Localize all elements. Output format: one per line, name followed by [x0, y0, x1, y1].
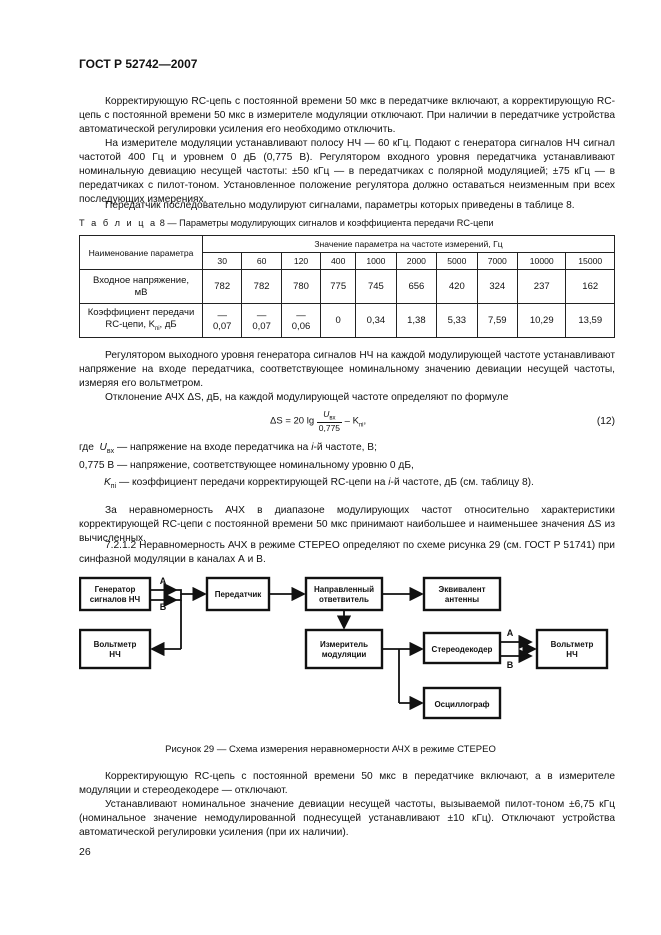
table-cell: 0 [320, 303, 357, 338]
table-cell: 775 [320, 269, 357, 304]
frequency-header-cell: 1000 [355, 252, 397, 270]
table-cell: 7,59 [476, 303, 519, 338]
table-cell: 324 [476, 269, 519, 304]
modulation-meter-label: модуляции [322, 650, 367, 659]
frequency-header-cell: 2000 [395, 252, 438, 270]
frequency-header-cell: 5000 [436, 252, 478, 270]
table-cell: — 0,06 [280, 303, 322, 338]
stereodecoder-label: Стереодекодер [432, 645, 493, 654]
voltmeter-right-box [535, 628, 609, 670]
figure-caption: Рисунок 29 — Схема измерения неравномерн… [165, 744, 496, 755]
channel-b-label: B [507, 660, 514, 670]
legend-line: Kпi — коэффициент передачи корректирующе… [104, 477, 534, 491]
channel-b-label: B [160, 602, 167, 612]
legend-line: 0,775 В — напряжение, соответствующее но… [79, 460, 414, 471]
voltmeter-left-label: Вольтметр [94, 640, 137, 649]
table-cell: 1,38 [395, 303, 438, 338]
voltmeter-right-label: НЧ [566, 650, 578, 659]
modulation-meter-label: Измеритель [320, 640, 368, 649]
generator-box [79, 576, 152, 612]
row-label: Входное напряжение,мВ [79, 269, 203, 304]
table-cell: 162 [565, 269, 615, 304]
paragraph: Корректирующую RC-цепь с постоянной врем… [79, 96, 615, 135]
paragraph: 7.2.1.2 Неравномерность АЧХ в режиме СТЕ… [79, 540, 615, 565]
stereodecoder-box [422, 631, 502, 665]
table-cell: 13,59 [565, 303, 615, 338]
coupler-box [304, 576, 384, 612]
table-cell: 782 [241, 269, 282, 304]
paragraph: Передатчик последовательно модулируют си… [105, 200, 575, 211]
param-header: Наименование параметра [79, 235, 203, 270]
value-header: Значение параметра на частоте измерений,… [202, 235, 615, 253]
oscillograph-box [422, 686, 502, 720]
voltmeter-left-label: НЧ [109, 650, 121, 659]
legend-line: где Uвх — напряжение на входе передатчик… [79, 442, 377, 456]
table-cell: 10,29 [516, 303, 567, 338]
paragraph: На измерителе модуляции устанавливают по… [79, 138, 615, 205]
frequency-header-cell: 10000 [516, 252, 567, 270]
generator-label: Генератор [95, 585, 136, 594]
antenna-label: Эквивалент [439, 585, 486, 594]
channel-a-label: A [160, 576, 167, 586]
frequency-header-cell: 15000 [565, 252, 615, 270]
table-cell: 782 [201, 269, 243, 304]
table-cell: 745 [355, 269, 397, 304]
table-cell: 420 [436, 269, 478, 304]
oscillograph-label: Осциллограф [434, 700, 489, 709]
frequency-header-cell: 400 [320, 252, 357, 270]
block-diagram: Генератор сигналов НЧ Передатчик Направл… [79, 576, 609, 720]
antenna-label: антенны [445, 595, 479, 604]
table-cell: 780 [280, 269, 322, 304]
table-cell: 0,34 [355, 303, 397, 338]
frequency-header-cell: 30 [201, 252, 243, 270]
table-cell: 237 [516, 269, 567, 304]
table-caption-prefix: Т а б л и ц а [79, 218, 158, 228]
coupler-label: Направленный [314, 585, 374, 594]
voltmeter-right-label: Вольтметр [551, 640, 594, 649]
document-id: ГОСТ Р 52742—2007 [79, 57, 198, 71]
table-cell: 5,33 [436, 303, 478, 338]
transmitter-label: Передатчик [215, 590, 263, 599]
parameters-table: Наименование параметра Значение параметр… [79, 235, 615, 338]
table-caption-text: 8 — Параметры модулирующих сигналов и ко… [157, 218, 494, 228]
formula-fraction: Uвх 0,775 [316, 409, 343, 433]
frequency-header-cell: 7000 [476, 252, 519, 270]
paragraph: Устанавливают номинальное значение девиа… [79, 799, 615, 838]
generator-label: сигналов НЧ [90, 595, 141, 604]
channel-a-label: A [507, 628, 514, 638]
formula-lhs: ΔS = 20 lg [270, 415, 315, 427]
frequency-header-cell: 60 [241, 252, 282, 270]
paragraph: Регулятором выходного уровня генератора … [79, 350, 615, 389]
table-cell: 656 [395, 269, 438, 304]
formula-number: (12) [596, 416, 615, 427]
paragraph: Отклонение АЧХ ΔS, дБ, на каждой модулир… [105, 392, 509, 403]
frequency-header-cell: 120 [280, 252, 322, 270]
formula-12: ΔS = 20 lg Uвх 0,775 – Kпi, [270, 409, 367, 433]
table-cell: — 0,07 [201, 303, 243, 338]
page-number: 26 [79, 846, 91, 858]
table-caption: Т а б л и ц а 8 — Параметры модулирующих… [79, 218, 493, 228]
coupler-label: ответвитель [319, 595, 369, 604]
voltmeter-left-box [79, 628, 152, 670]
modulation-meter-box [304, 628, 384, 670]
antenna-box [422, 576, 502, 612]
table-cell: — 0,07 [241, 303, 282, 338]
paragraph: Корректирующую RC-цепь с постоянной врем… [79, 771, 615, 796]
paragraph: За неравномерность АЧХ в диапазоне модул… [79, 505, 615, 544]
